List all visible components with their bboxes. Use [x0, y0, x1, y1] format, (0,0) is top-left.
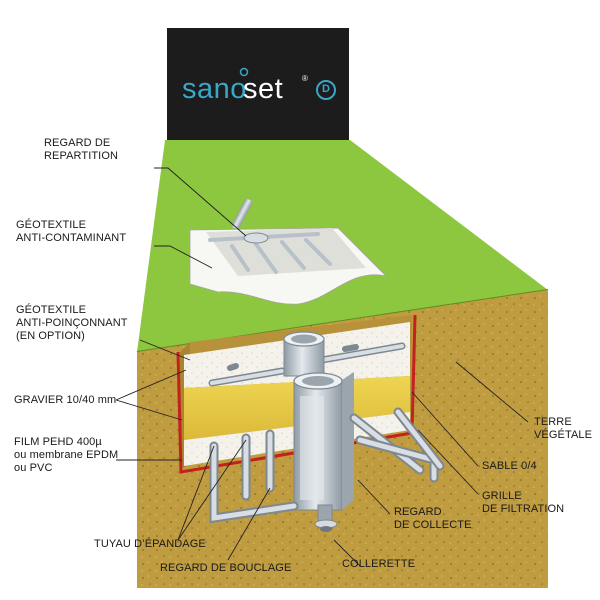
label-sable: SABLE 0/4 [482, 460, 537, 472]
label-terre: TERRE VÉGÉTALE [534, 416, 593, 441]
regard-repartition-box [243, 232, 269, 244]
logo-wordmark-prefix: sano [182, 73, 247, 105]
label-gravier: GRAVIER 10/40 mm [14, 394, 117, 406]
label-regard-bouclage: REGARD DE BOUCLAGE [160, 562, 292, 574]
leader-regard-collecte [357, 479, 391, 515]
collerette-outlet [314, 504, 338, 532]
collection-pipes [209, 407, 445, 524]
leader-gravier-b [115, 399, 183, 421]
leader-sable [411, 391, 479, 467]
leader-geotextile-anticontaminant [154, 245, 213, 269]
leader-gravier-a [115, 369, 187, 401]
logo-badge-ring [316, 80, 336, 100]
spreading-pipes-section [208, 342, 406, 387]
logo-wordmark-suffix: set [243, 73, 284, 105]
logo-swirl-dot [239, 67, 249, 77]
leader-grille [417, 429, 479, 495]
leader-terre [455, 361, 529, 423]
label-film: FILM PEHD 400µ ou membrane EPDM ou PVC [14, 436, 119, 474]
label-tuyau: TUYAU D’ÉPANDAGE [94, 538, 206, 550]
regard-distribution-top [283, 331, 325, 377]
regard-repartition-riser [230, 197, 254, 231]
label-regard-repartition: REGARD DE REPARTITION [44, 137, 119, 162]
logo-panel [167, 28, 349, 148]
leader-geotextile-antipoinconnant [139, 339, 191, 361]
leader-regard-bouclage [227, 487, 271, 561]
leader-lines [115, 167, 529, 567]
label-grille: GRILLE DE FILTRATION [482, 490, 565, 515]
leader-collerette [333, 539, 361, 567]
regard-collecte-box [293, 372, 354, 511]
label-geotextile-anticontaminant: GÉOTEXTILE ANTI-CONTAMINANT [16, 219, 127, 244]
leader-tuyau-a [177, 445, 215, 541]
logo-badge-letter: D [322, 83, 331, 95]
logo-registered-mark: ® [302, 74, 308, 83]
label-regard-collecte: REGARD DE COLLECTE [394, 506, 472, 531]
leader-regard-repartition [154, 167, 247, 237]
label-collerette: COLLERETTE [342, 558, 416, 570]
leader-tuyau-b [177, 439, 247, 541]
label-geotextile-antipoinconnant: GÉOTEXTILE ANTI-POINÇONNANT (EN OPTION) [16, 304, 128, 342]
